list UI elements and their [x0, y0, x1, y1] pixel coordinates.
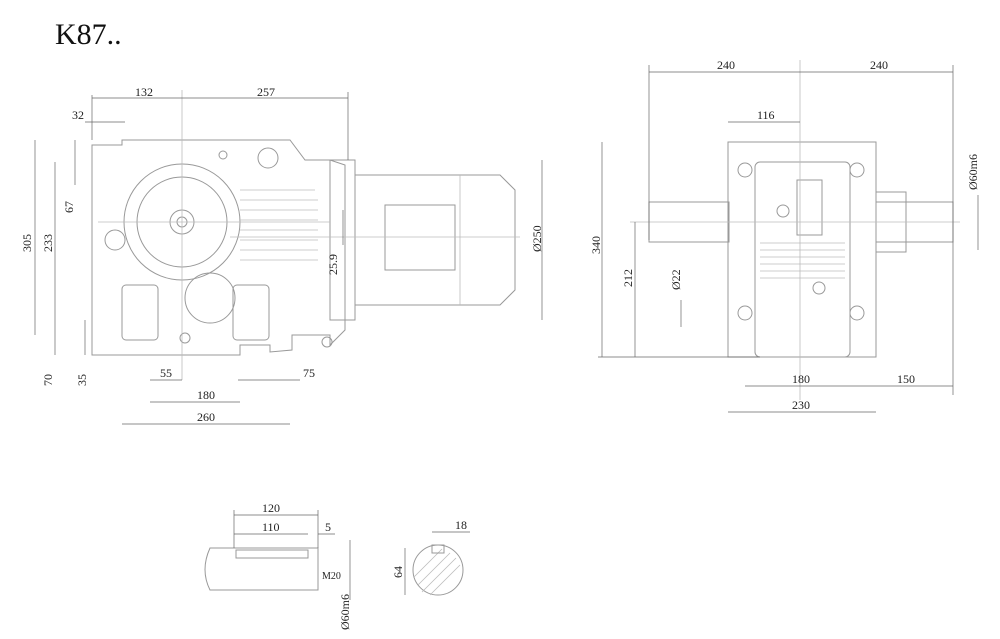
dim-75: 75	[303, 366, 315, 380]
mount-hole	[849, 305, 865, 321]
dim-67: 67	[62, 201, 76, 213]
plug	[776, 204, 790, 218]
housing-ribs	[760, 242, 845, 279]
dim-340: 340	[589, 236, 603, 254]
output-circle	[184, 272, 236, 324]
dim-70: 70	[41, 374, 55, 386]
dim-60m6: Ø60m6	[966, 154, 980, 190]
dim-250: Ø250	[530, 225, 544, 252]
dim-35: 35	[75, 374, 89, 386]
dim-240-right: 240	[870, 58, 888, 72]
mount-hole	[737, 162, 753, 178]
foot-pad	[121, 284, 159, 341]
dim-25-9: 25.9	[326, 254, 340, 275]
dim-240-left: 240	[717, 58, 735, 72]
key-slot	[431, 544, 445, 554]
dim-233: 233	[41, 234, 55, 252]
motor-flange	[329, 159, 356, 321]
dim-212: 212	[621, 269, 635, 287]
shaft-detail: 120 110 5 M20 Ø60m6 18 64	[204, 501, 470, 630]
terminal-box	[384, 204, 456, 271]
bolt-circle	[218, 150, 228, 160]
dim-22: Ø22	[669, 269, 683, 290]
foot-pad	[232, 284, 270, 341]
dim-180: 180	[197, 388, 215, 402]
drawing-title: K87..	[55, 18, 122, 51]
shaft-outline	[204, 547, 319, 591]
dim-132: 132	[135, 85, 153, 99]
dim-230: 230	[792, 398, 810, 412]
dim-305: 305	[20, 234, 34, 252]
dim-60m6: Ø60m6	[338, 594, 352, 630]
dim-64: 64	[391, 566, 405, 578]
plug-circle	[104, 229, 126, 251]
dim-260: 260	[197, 410, 215, 424]
dim-110: 110	[262, 520, 280, 534]
dim-18: 18	[455, 518, 467, 532]
dim-180: 180	[792, 372, 810, 386]
section-hatch	[413, 548, 461, 596]
housing-ribs	[240, 189, 318, 261]
housing-center	[754, 161, 851, 358]
mount-hole	[737, 305, 753, 321]
motor-body	[354, 174, 516, 306]
dim-32: 32	[72, 108, 84, 122]
dim-120: 120	[262, 501, 280, 515]
dim-5: 5	[325, 520, 331, 534]
plug	[812, 281, 826, 295]
side-view: 132 257 32 305 233 67 70 35 55 180 260 7…	[20, 85, 544, 425]
vent-circle	[257, 147, 279, 169]
dim-116: 116	[757, 108, 775, 122]
bolt-circle	[321, 336, 333, 348]
mount-hole	[849, 162, 865, 178]
dim-257: 257	[257, 85, 275, 99]
dim-55: 55	[160, 366, 172, 380]
front-view: 240 240 116 340 212 Ø22 Ø60m6 180 150 23…	[589, 58, 980, 413]
gearbox-housing	[91, 139, 346, 356]
nameplate	[796, 179, 823, 236]
bolt-circle	[179, 332, 191, 344]
keyway	[235, 549, 309, 559]
dim-150: 150	[897, 372, 915, 386]
thread-m20: M20	[322, 571, 341, 582]
